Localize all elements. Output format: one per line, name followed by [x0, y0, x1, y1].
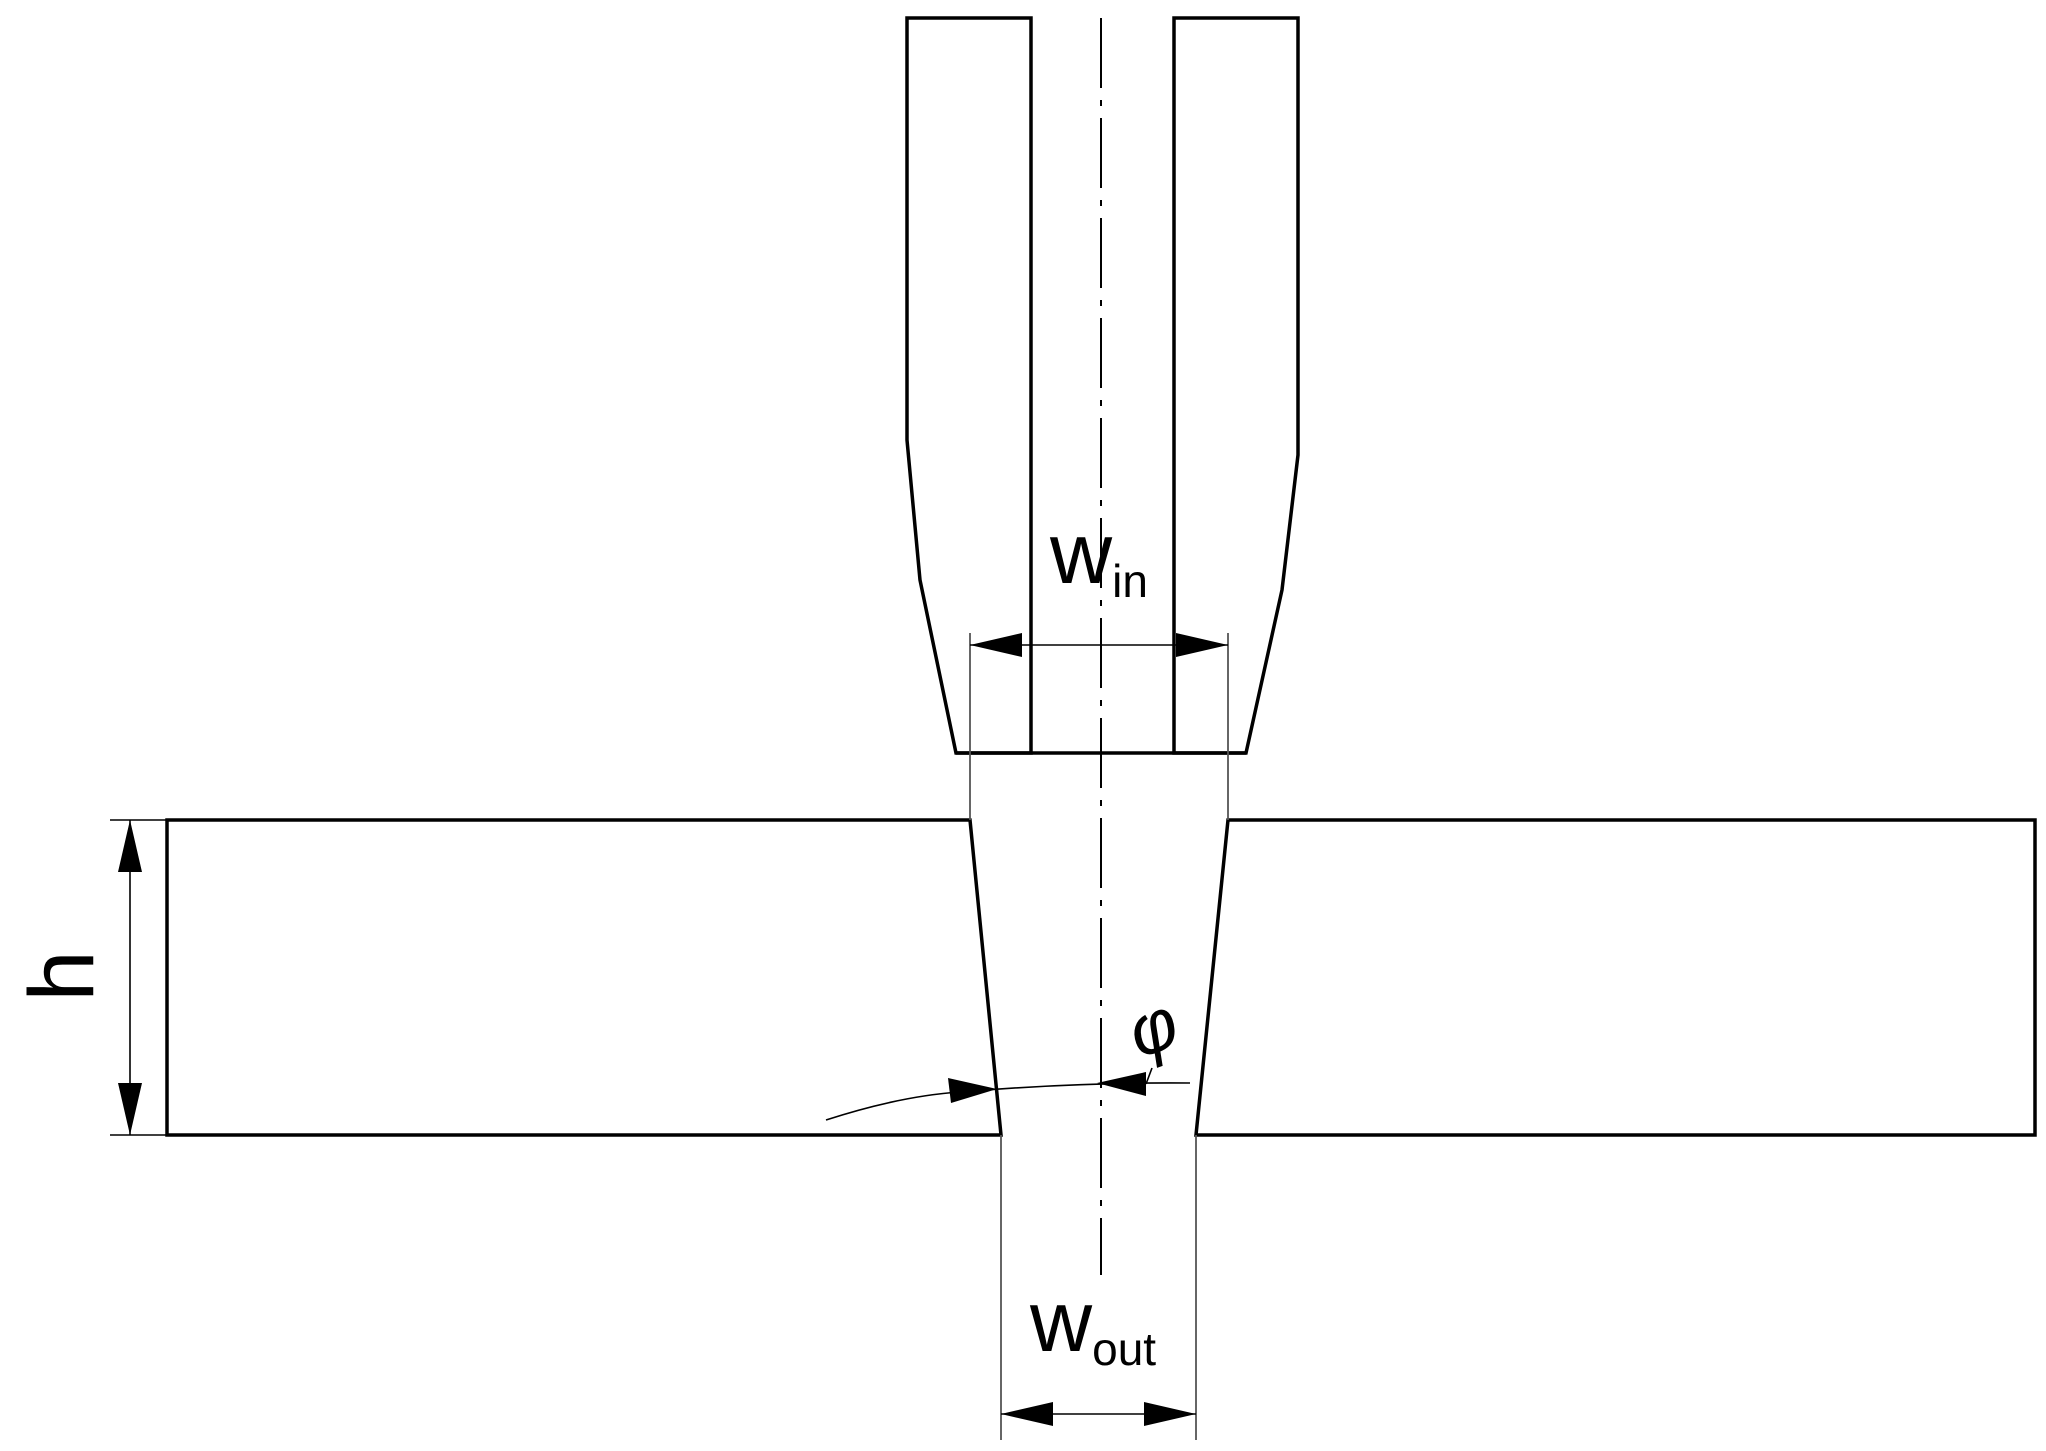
h-label: h	[11, 950, 113, 1001]
w-in-label-sub: in	[1112, 555, 1148, 607]
w-out-label: wout	[1029, 1274, 1156, 1375]
h-dimension	[118, 820, 142, 1135]
plate-left-part	[165, 818, 1003, 1137]
angle-phi-dimension	[825, 1067, 1191, 1121]
plate-right-part	[1194, 818, 2037, 1137]
w-in-label: win	[1049, 506, 1148, 607]
w-in-dimension	[970, 633, 1228, 657]
w-in-label-main: w	[1049, 506, 1113, 602]
w-out-label-main: w	[1029, 1274, 1093, 1370]
phi-label: φ	[1117, 982, 1188, 1073]
w-out-dimension	[1001, 1402, 1196, 1426]
w-out-label-sub: out	[1092, 1323, 1156, 1375]
